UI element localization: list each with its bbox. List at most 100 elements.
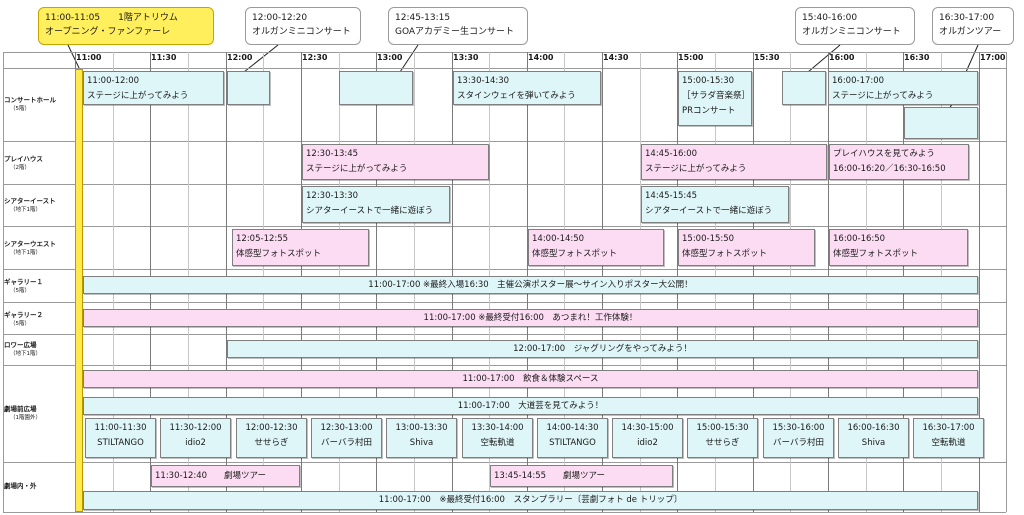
event-theater-east-1[interactable]: 12:30-13:30 シアターイーストで一緒に遊ぼう xyxy=(302,186,450,223)
row-label-text: 劇場内・外 xyxy=(4,482,37,490)
event-street-performance[interactable]: 11:00-17:00 大道芸を見てみよう！ xyxy=(83,397,978,415)
event-time: 12:30-13:30 xyxy=(306,191,359,201)
event-title: 体感型フォトスポット xyxy=(532,249,618,259)
row-label-inside-outside: 劇場内・外 xyxy=(4,482,37,491)
row-label-text: プレイハウス xyxy=(4,155,43,163)
event-photospot-4[interactable]: 16:00-16:50 体感型フォトスポット xyxy=(829,229,968,266)
event-title: ステージに上がってみよう xyxy=(306,164,408,174)
row-label-theater-west: シアターウエスト （地下1階） xyxy=(4,240,56,258)
grid-row-line xyxy=(3,184,1006,185)
event-photospot-3[interactable]: 15:00-15:50 体感型フォトスポット xyxy=(678,229,815,266)
time-label: 14:30 xyxy=(603,53,629,62)
event-steinway[interactable]: 13:30-14:30 スタインウェイを弾いてみよう xyxy=(453,71,601,105)
time-label: 11:30 xyxy=(151,53,177,62)
row-label-text: ギャラリー２ xyxy=(4,311,43,319)
event-concert-stage-2[interactable]: 16:00-17:00 ステージに上がってみよう xyxy=(828,71,978,105)
event-title: 11:00-17:00 ※最終受付16:00 スタンプラリー〔芸劇フォト de … xyxy=(378,495,683,505)
event-concert-stage-1[interactable]: 11:00-12:00 ステージに上がってみよう xyxy=(83,71,224,105)
grid-top xyxy=(3,52,1006,53)
event-title: 13:45-14:55 劇場ツアー xyxy=(494,471,606,481)
event-time: 12:30-13:45 xyxy=(306,149,359,159)
event-goa-block[interactable] xyxy=(339,71,413,105)
event-time: 15:00-15:30 xyxy=(682,76,735,86)
event-title: 11:30-12:40 劇場ツアー xyxy=(155,471,267,481)
event-time: 14:00-14:50 xyxy=(532,234,585,244)
event-photospot-2[interactable]: 14:00-14:50 体感型フォトスポット xyxy=(528,229,664,266)
row-label-sub: （地下1階） xyxy=(10,250,41,256)
time-label: 16:00 xyxy=(829,53,855,62)
time-label: 12:30 xyxy=(302,53,328,62)
row-label-text: 劇場前広場 xyxy=(4,405,37,413)
event-playhouse-view[interactable]: プレイハウスを見てみよう 16:00-16:20／16:30-16:50 xyxy=(829,144,969,180)
event-title: シアターイーストで一緒に遊ぼう xyxy=(645,206,773,216)
event-stamp-rally[interactable]: 11:00-17:00 ※最終受付16:00 スタンプラリー〔芸劇フォト de … xyxy=(83,491,978,510)
callout-title: GOAアカデミー生コンサート xyxy=(395,27,515,37)
event-title: 体感型フォトスポット xyxy=(833,249,919,259)
callout-title: オルガンミニコンサート xyxy=(252,27,351,37)
event-time: 14:45-15:45 xyxy=(645,191,698,201)
event-gallery1-poster[interactable]: 11:00-17:00 ※最終入場16:30 主催公演ポスター展～サイン入りポス… xyxy=(83,276,978,294)
event-theater-tour-1[interactable]: 11:30-12:40 劇場ツアー xyxy=(151,465,300,487)
event-title: 体感型フォトスポット xyxy=(682,249,768,259)
row-label-sub: （2階） xyxy=(10,165,30,171)
row-label-concert-hall: コンサートホール（5階） xyxy=(4,96,56,114)
performer-time: 13:00-13:30 xyxy=(395,423,448,433)
event-time: 11:00-12:00 xyxy=(87,76,140,86)
grid-header-bottom xyxy=(3,68,1006,69)
callout-time: 12:45-13:15 xyxy=(395,13,451,23)
row-label-lower-plaza: ロワー広場（地下1階） xyxy=(4,341,41,359)
row-label-text: シアターウエスト xyxy=(4,240,56,248)
row-label-gallery2: ギャラリー２ （5階） xyxy=(4,311,43,329)
row-label-text: シアターイースト xyxy=(4,197,56,205)
event-title: ステージに上がってみよう xyxy=(87,91,189,101)
event-organ-mini-1-block[interactable] xyxy=(227,71,270,105)
event-gallery2-craft[interactable]: 11:00-17:00 ※最終受付16:00 あつまれ！工作体験！ xyxy=(83,309,978,327)
row-label-playhouse: プレイハウス （2階） xyxy=(4,155,43,173)
event-title: PRコンサート xyxy=(682,106,736,116)
grid-right xyxy=(1006,52,1007,512)
callout-title: オープニング・ファンファーレ xyxy=(45,27,171,37)
time-label: 13:30 xyxy=(453,53,479,62)
event-time: 14:45-16:00 xyxy=(645,149,698,159)
row-label-sub: （5階） xyxy=(10,106,30,112)
performer-name: idio2 xyxy=(637,438,658,448)
performer-name: 空転軌道 xyxy=(480,438,515,448)
event-theater-tour-2[interactable]: 13:45-14:55 劇場ツアー xyxy=(490,465,673,487)
event-salad-pr-concert[interactable]: 15:00-15:30 ［サラダ音楽祭］ PRコンサート xyxy=(678,71,752,126)
event-theater-east-2[interactable]: 14:45-15:45 シアターイーストで一緒に遊ぼう xyxy=(641,186,789,223)
event-photospot-1[interactable]: 12:05-12:55 体感型フォトスポット xyxy=(232,229,369,266)
event-time: 12:05-12:55 xyxy=(236,234,289,244)
grid-left xyxy=(3,52,4,512)
event-title: ステージに上がってみよう xyxy=(645,164,747,174)
row-label-sub: （5階） xyxy=(10,288,30,294)
event-playhouse-stage-1[interactable]: 12:30-13:45 ステージに上がってみよう xyxy=(302,144,489,180)
performer-name: Shiva xyxy=(861,438,886,448)
time-label: 15:00 xyxy=(678,53,704,62)
event-title: 11:00-17:00 飲食＆体験スペース xyxy=(462,374,599,384)
event-food-space[interactable]: 11:00-17:00 飲食＆体験スペース xyxy=(83,370,978,388)
time-label: 12:00 xyxy=(227,53,253,62)
performer-time: 11:30-12:00 xyxy=(169,423,222,433)
event-organ-mini-2-block[interactable] xyxy=(782,71,826,105)
row-label-gallery1: ギャラリー１（5階） xyxy=(4,278,43,296)
event-playhouse-stage-2[interactable]: 14:45-16:00 ステージに上がってみよう xyxy=(641,144,827,180)
event-organ-tour-block[interactable] xyxy=(904,107,978,139)
event-juggling[interactable]: 12:00-17:00 ジャグリングをやってみよう！ xyxy=(227,340,978,358)
row-label-sub: （5階） xyxy=(10,321,30,327)
performer-time: 11:00-11:30 xyxy=(94,423,147,433)
performer-name: せせらぎ xyxy=(705,438,740,448)
callout-goa: 12:45-13:15 GOAアカデミー生コンサート xyxy=(388,7,528,45)
